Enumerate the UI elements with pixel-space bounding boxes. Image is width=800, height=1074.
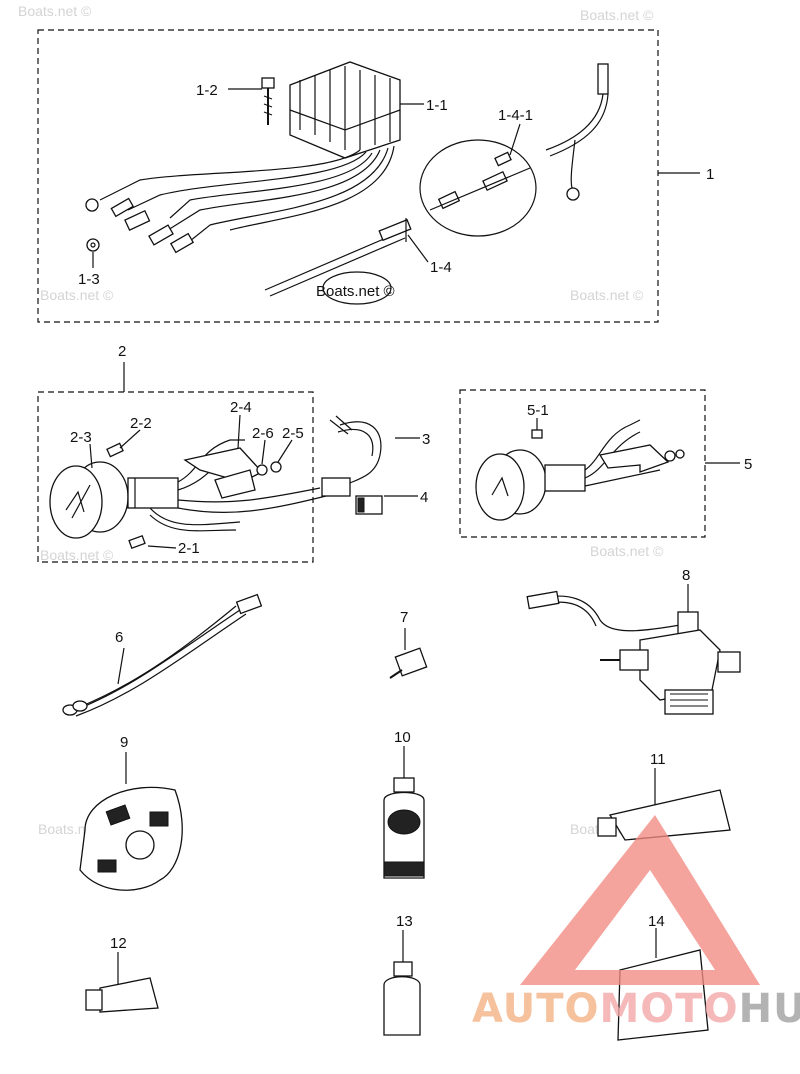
callout-3: 3 bbox=[422, 431, 430, 448]
rectifier-regulator-part[interactable] bbox=[289, 61, 401, 159]
logo-text: AUTOMOTOHUB bbox=[472, 986, 800, 1032]
washer-part[interactable] bbox=[270, 461, 282, 473]
callout-2: 2 bbox=[118, 343, 126, 360]
automotohub-logo: AUTOMOTOHUB bbox=[472, 815, 800, 1032]
callout-2-6: 2-6 bbox=[252, 425, 274, 442]
callout-1-3: 1-3 bbox=[78, 271, 100, 288]
gauge-part[interactable] bbox=[475, 449, 586, 521]
item-12-tube[interactable]: 12 bbox=[85, 935, 159, 1013]
inline-tag: Boats.net © bbox=[316, 283, 395, 300]
item-10-bottle[interactable]: 10 bbox=[383, 729, 425, 879]
wire-harness-part[interactable]: Boats.net © bbox=[264, 218, 412, 305]
watermark: Boats.net © bbox=[40, 287, 114, 303]
rectifier-harness bbox=[85, 145, 395, 254]
connector-detail[interactable] bbox=[419, 139, 537, 237]
nut-part[interactable] bbox=[256, 464, 268, 476]
grommet-part[interactable] bbox=[86, 238, 100, 252]
callout-11: 11 bbox=[650, 751, 666, 768]
logo-part-a: AUTO bbox=[472, 986, 600, 1032]
callout-7: 7 bbox=[400, 609, 408, 626]
watermark: Boats.net © bbox=[590, 543, 664, 559]
callout-1-4: 1-4 bbox=[430, 259, 452, 276]
logo-part-b: MOTO bbox=[600, 986, 739, 1032]
bolt-part[interactable] bbox=[261, 77, 275, 125]
callout-5-1: 5-1 bbox=[527, 402, 549, 419]
callout-2-2: 2-2 bbox=[130, 415, 152, 432]
bracket-part[interactable] bbox=[183, 447, 264, 499]
callout-14: 14 bbox=[648, 913, 665, 930]
watermark: Boats.net © bbox=[570, 287, 644, 303]
item-6-cable[interactable]: 6 bbox=[62, 593, 263, 717]
callout-2-1: 2-1 bbox=[178, 540, 200, 557]
watermark: Boats.net © bbox=[580, 7, 654, 23]
callout-9: 9 bbox=[120, 734, 128, 751]
callout-1-2: 1-2 bbox=[196, 82, 218, 99]
item-13-bottle[interactable]: 13 bbox=[383, 913, 421, 1036]
callout-8: 8 bbox=[682, 567, 690, 584]
gauge-part[interactable] bbox=[49, 461, 179, 539]
callout-2-3: 2-3 bbox=[70, 429, 92, 446]
group-1-dashed-box bbox=[37, 29, 659, 323]
group-1-rectifier-kit: Boats.net © 1-2 1-1 1-4-1 1-4 bbox=[37, 29, 714, 323]
item-7-sender[interactable]: 7 bbox=[389, 609, 428, 679]
bulb-socket-part[interactable] bbox=[128, 535, 146, 549]
callout-2-5: 2-5 bbox=[282, 425, 304, 442]
item-9-bracket[interactable]: 9 bbox=[79, 734, 183, 891]
logo-part-c: HUB bbox=[739, 986, 800, 1032]
callout-13: 13 bbox=[396, 913, 413, 930]
watermark: Boats.net © bbox=[18, 3, 92, 19]
item-8-switch[interactable]: 8 bbox=[526, 567, 741, 715]
group-5-dashed-box bbox=[459, 389, 706, 538]
callout-1: 1 bbox=[706, 166, 714, 183]
watermark: Boats.net © bbox=[40, 547, 114, 563]
group-2-gauge-kit: 2 bbox=[37, 343, 331, 563]
bulb-part[interactable] bbox=[106, 442, 124, 458]
callout-10: 10 bbox=[394, 729, 411, 746]
callout-6: 6 bbox=[115, 629, 123, 646]
item-4-fuse[interactable]: 4 bbox=[355, 489, 428, 515]
callout-12: 12 bbox=[110, 935, 127, 952]
item-11-tube[interactable]: 11 bbox=[597, 751, 731, 841]
callout-1-4-1: 1-4-1 bbox=[498, 107, 533, 124]
item-3-harness[interactable]: 3 bbox=[321, 415, 430, 497]
callout-5: 5 bbox=[744, 456, 752, 473]
callout-1-1: 1-1 bbox=[426, 97, 448, 114]
callout-2-4: 2-4 bbox=[230, 399, 252, 416]
callout-4: 4 bbox=[420, 489, 428, 506]
ground-lead-part[interactable] bbox=[545, 63, 609, 201]
group-5-gauge: 5-1 5 bbox=[459, 389, 752, 538]
logo-triangle-icon bbox=[520, 815, 760, 985]
group-2-dashed-box bbox=[37, 391, 314, 563]
